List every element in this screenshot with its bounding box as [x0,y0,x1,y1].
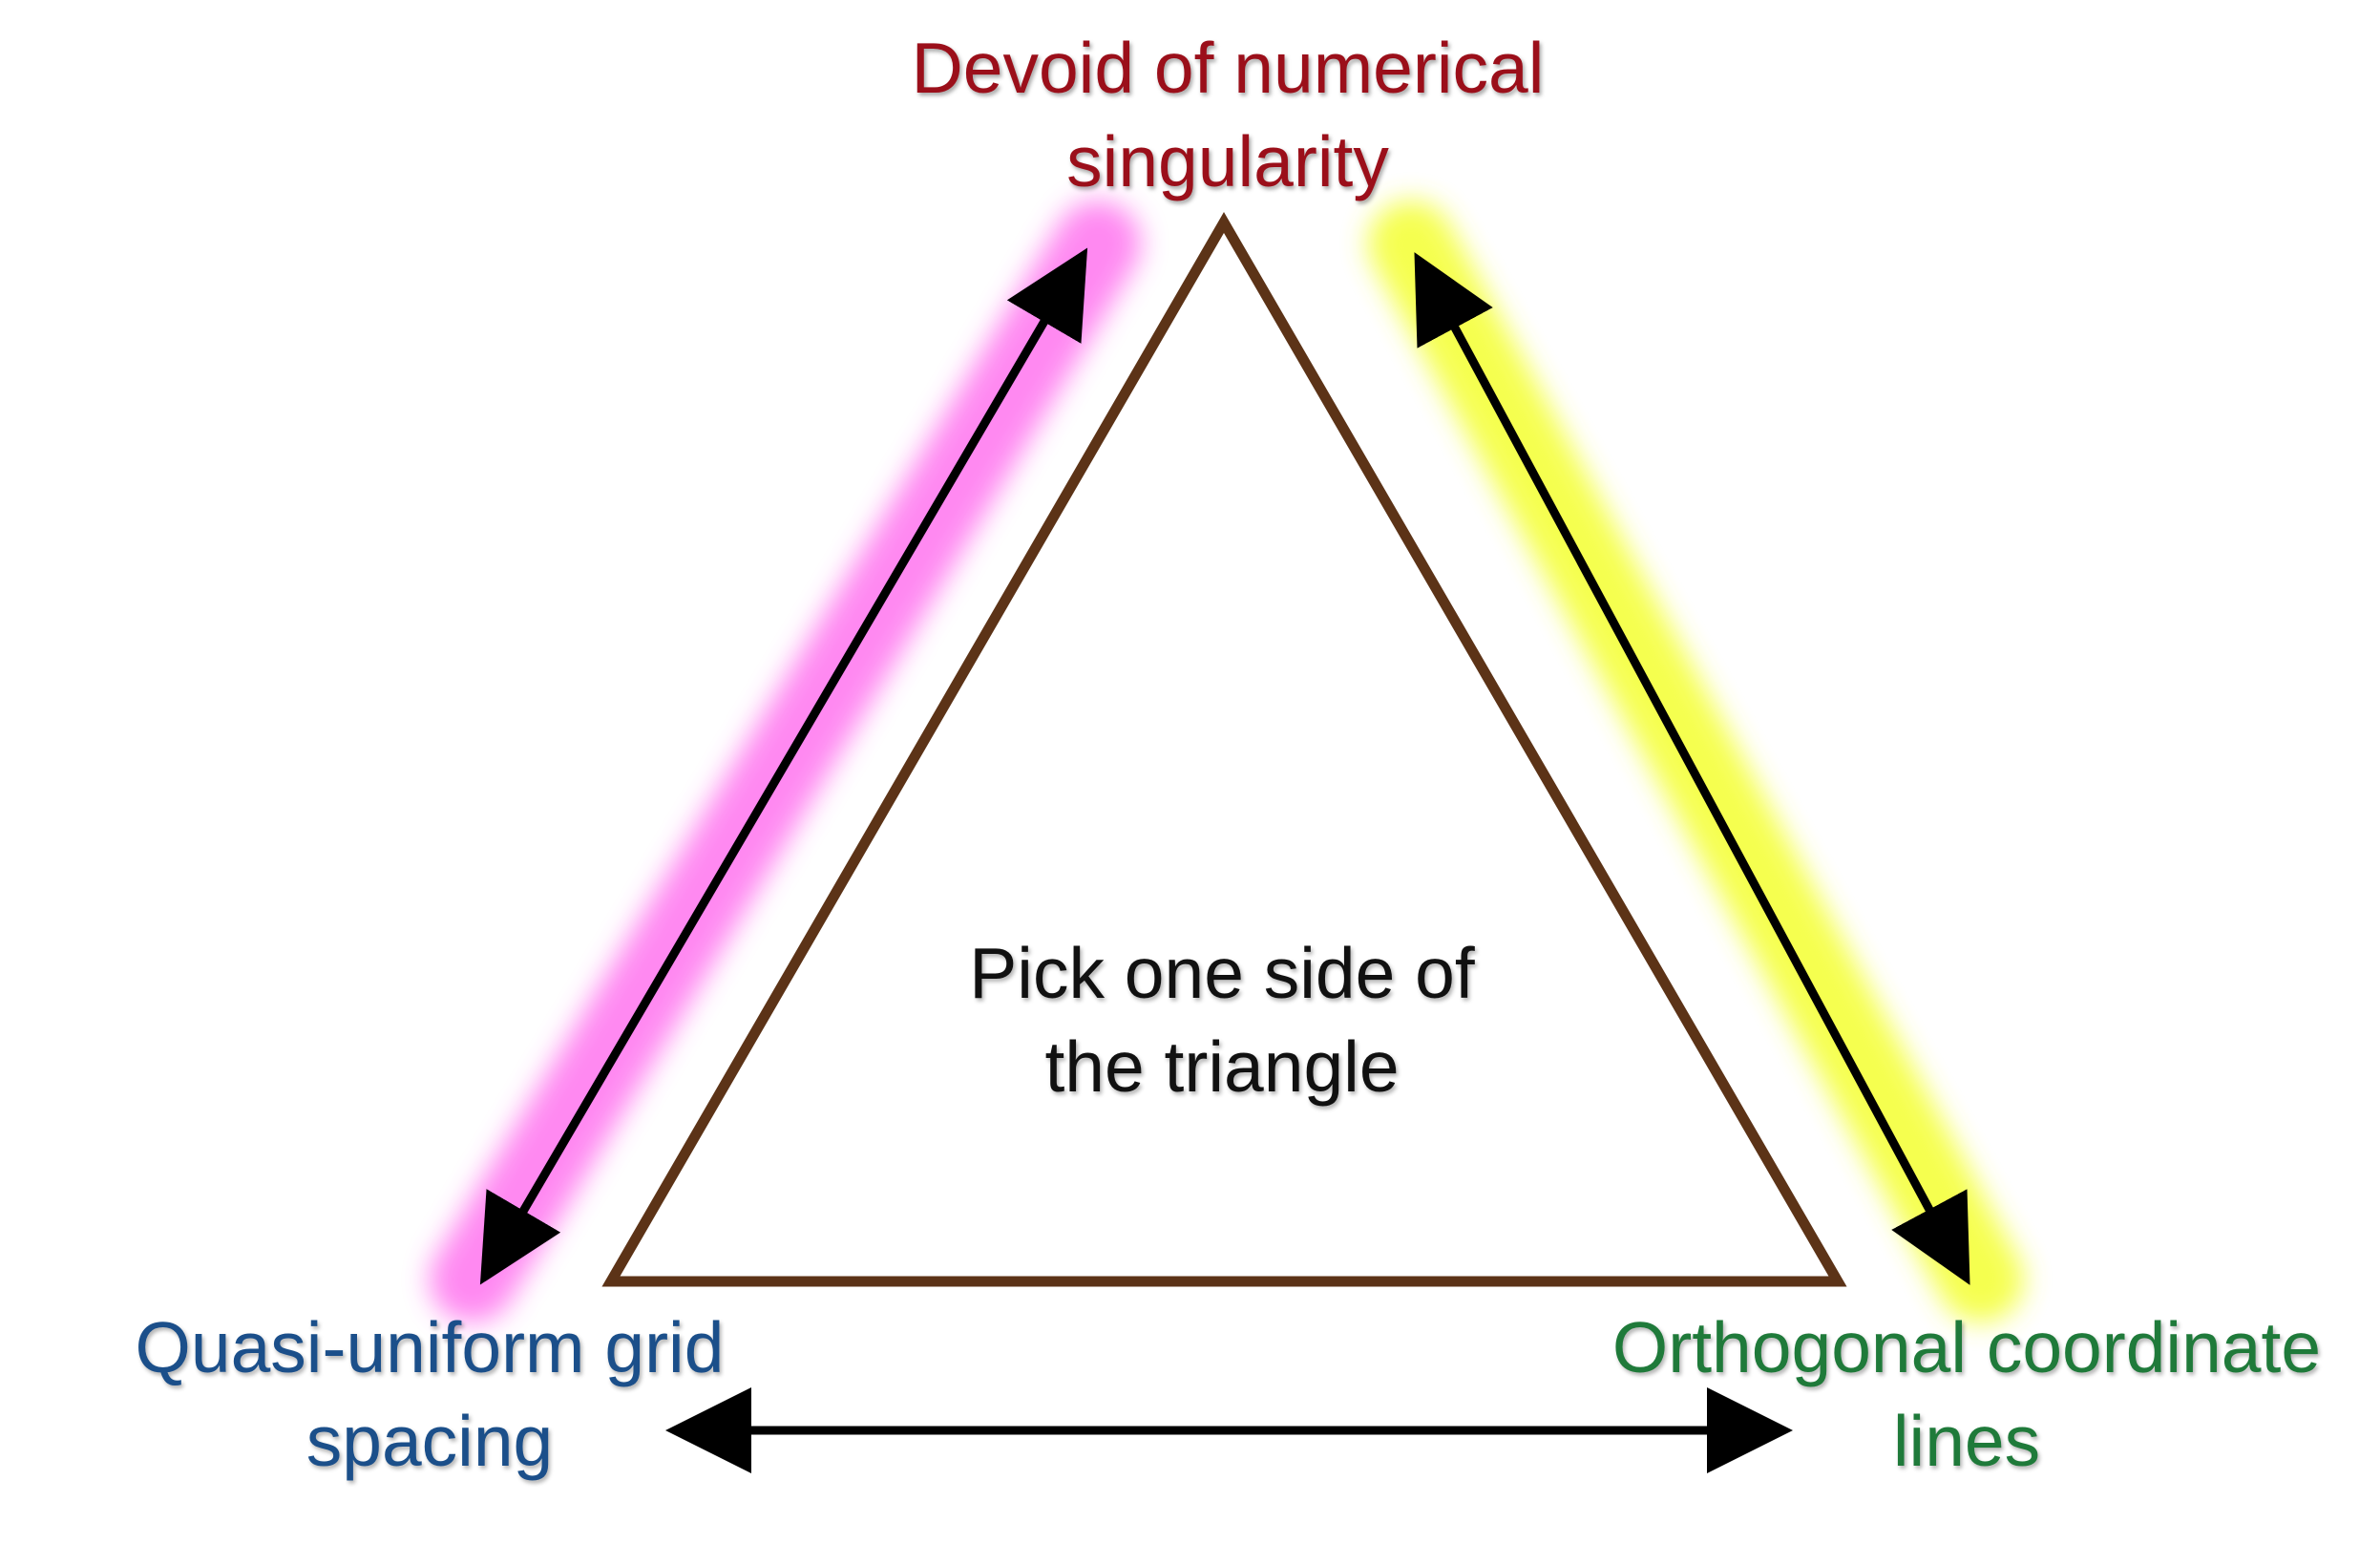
right-double-arrow [1414,252,1970,1285]
left-vertex-label-line-1: Quasi-uniform grid [135,1307,725,1387]
center-label: Pick one side of the triangle [859,926,1585,1113]
top-vertex-label: Devoid of numerical singularity [808,21,1648,208]
right-vertex-label-line-2: lines [1892,1401,2041,1481]
left-vertex-label-line-2: spacing [305,1401,554,1481]
left-vertex-label: Quasi-uniform grid spacing [86,1301,773,1488]
center-label-line-1: Pick one side of [969,933,1475,1013]
left-double-arrow [479,247,1088,1285]
right-vertex-label-line-1: Orthogonal coordinate [1611,1307,2322,1387]
center-label-line-2: the triangle [1044,1026,1400,1107]
top-vertex-label-line-2: singularity [1066,121,1389,201]
right-vertex-label: Orthogonal coordinate lines [1585,1301,2348,1488]
top-vertex-label-line-1: Devoid of numerical [911,28,1545,108]
